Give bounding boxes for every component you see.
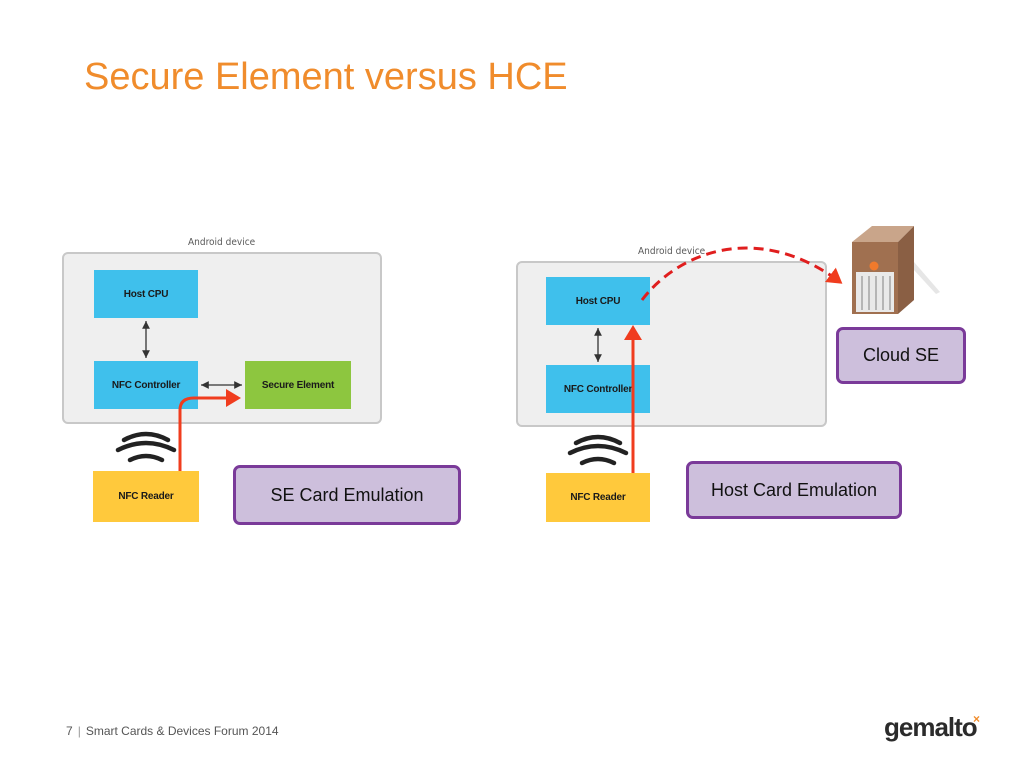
right-hce-callout: Host Card Emulation <box>686 461 902 519</box>
server-icon <box>852 226 940 314</box>
cloud-se-callout: Cloud SE <box>836 327 966 384</box>
nfc-waves-icon-right <box>567 434 629 466</box>
left-secure-element-box: Secure Element <box>245 361 351 409</box>
left-nfc-reader-box: NFC Reader <box>93 471 199 522</box>
nfc-waves-icon-left <box>115 431 177 463</box>
slide-footer: 7 | Smart Cards & Devices Forum 2014 <box>66 724 279 738</box>
right-host-cpu-box: Host CPU <box>546 277 650 325</box>
right-nfc-controller-box: NFC Controller <box>546 365 650 413</box>
footer-text: Smart Cards & Devices Forum 2014 <box>85 724 279 738</box>
gemalto-logo-mark: × <box>973 712 981 726</box>
left-se-card-emulation-callout: SE Card Emulation <box>233 465 461 525</box>
left-nfc-controller-box: NFC Controller <box>94 361 198 409</box>
footer-separator: | <box>77 724 81 738</box>
gemalto-logo: gemalto <box>884 712 978 742</box>
left-host-cpu-box: Host CPU <box>94 270 198 318</box>
right-device-label: Android device <box>638 246 706 257</box>
right-nfc-reader-box: NFC Reader <box>546 473 650 522</box>
left-device-label: Android device <box>188 237 256 248</box>
page-number: 7 <box>66 724 73 738</box>
slide-title: Secure Element versus HCE <box>84 56 568 98</box>
